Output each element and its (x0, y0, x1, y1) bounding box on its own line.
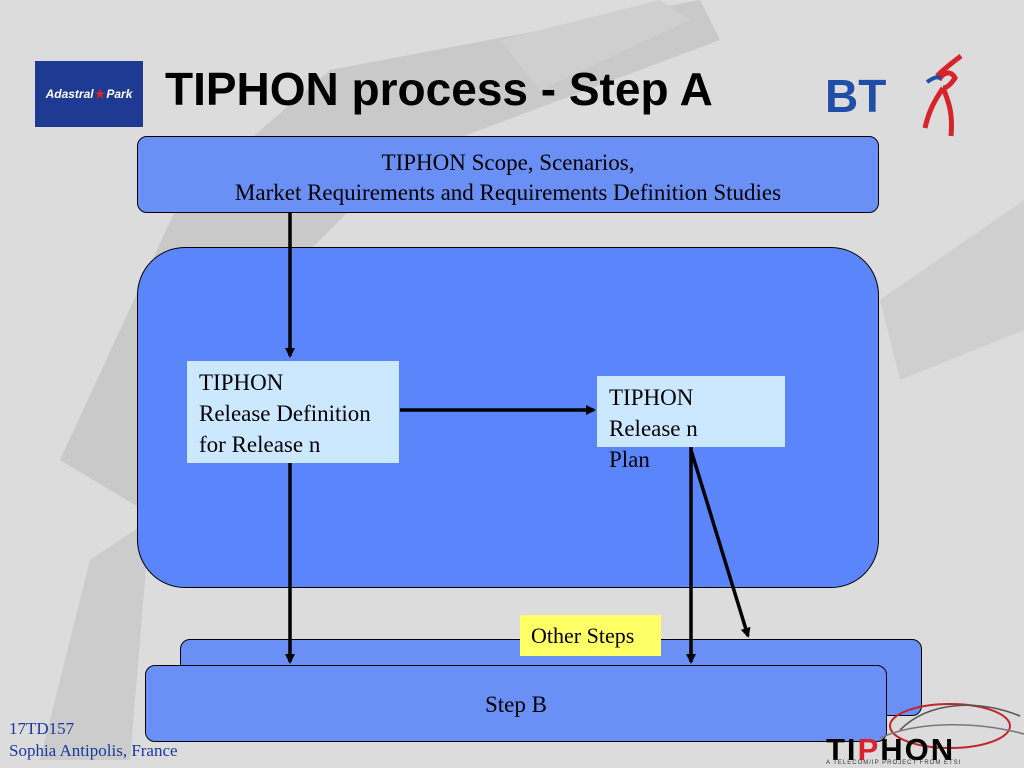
step-b-label: Step B (485, 692, 547, 717)
tiphon-tagline: A TELECOM/IP PROJECT FROM ETSI (826, 760, 962, 766)
scope-line-1: TIPHON Scope, Scenarios, (381, 150, 635, 175)
page-title: TIPHON process - Step A (165, 63, 713, 115)
adastral-park-logo: Adastral ★ Park (35, 61, 143, 127)
bt-logo: BT (825, 54, 963, 137)
release-definition-box: TIPHON Release Definition for Release n (187, 361, 399, 463)
footer-info: 17TD157 Sophia Antipolis, France (9, 718, 178, 762)
step-b-box: Step B (145, 665, 887, 742)
piper-icon (922, 54, 963, 137)
bt-logo-text: BT (825, 70, 886, 122)
release-plan-line-3: Plan (609, 447, 650, 472)
tiphon-logo-text: TIPHON (826, 732, 955, 768)
scope-line-2: Market Requirements and Requirements Def… (234, 180, 782, 205)
release-def-line-1: TIPHON (199, 370, 284, 395)
star-icon: ★ (94, 87, 106, 101)
location: Sophia Antipolis, France (9, 741, 178, 760)
release-plan-line-2: Release n (609, 416, 698, 441)
doc-id: 17TD157 (9, 719, 75, 738)
logo-text: Adastral (45, 87, 94, 101)
tiphon-text-2: P (857, 732, 881, 767)
tiphon-logo-art (879, 703, 1024, 749)
tiphon-text-1: TI (826, 732, 858, 767)
scope-box: TIPHON Scope, Scenarios, Market Requirem… (137, 136, 879, 213)
logo-text-2: Park (106, 87, 133, 101)
release-plan-line-1: TIPHON (609, 385, 694, 410)
other-steps-label: Other Steps (520, 615, 661, 656)
release-def-line-3: for Release n (199, 432, 321, 457)
release-def-line-2: Release Definition (199, 401, 371, 426)
tiphon-text-3: HON (880, 732, 956, 767)
release-plan-box: TIPHON Release n Plan (597, 376, 785, 472)
